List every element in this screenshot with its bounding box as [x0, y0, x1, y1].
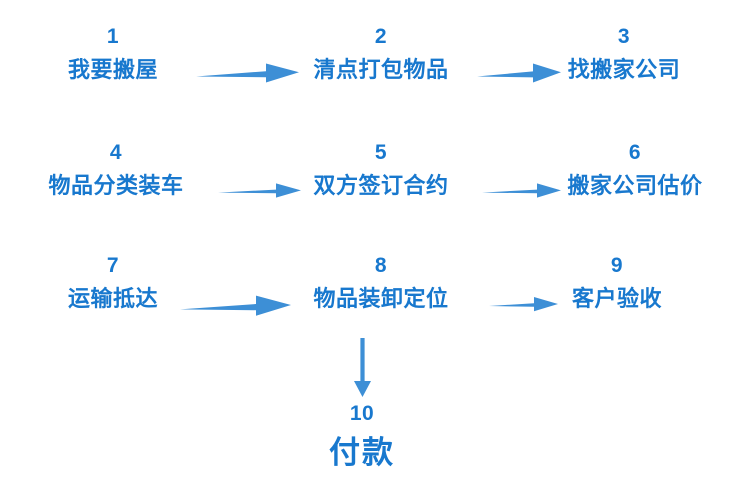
flow-step-3[interactable]: 3 找搬家公司	[568, 26, 681, 81]
flow-step-10[interactable]: 10 付款	[329, 403, 395, 468]
step-number: 10	[349, 402, 375, 425]
flow-step-5[interactable]: 5 双方签订合约	[313, 142, 448, 197]
step-number: 2	[374, 25, 388, 48]
step-label: 付款	[329, 435, 395, 470]
step-label: 清点打包物品	[313, 57, 449, 82]
arrow-step4-to-step5	[218, 178, 302, 202]
flow-step-2[interactable]: 2 清点打包物品	[313, 26, 448, 81]
step-number: 3	[617, 25, 631, 48]
step-label: 搬家公司估价	[567, 173, 703, 198]
step-number: 5	[374, 141, 388, 164]
arrow-step8-to-step10	[350, 338, 376, 398]
step-label: 物品装卸定位	[313, 286, 449, 311]
flow-step-9[interactable]: 9 客户验收	[572, 255, 662, 310]
flow-step-1[interactable]: 1 我要搬屋	[68, 26, 158, 81]
arrow-step1-to-step2	[196, 58, 300, 86]
flow-step-7[interactable]: 7 运输抵达	[68, 255, 158, 310]
step-number: 8	[374, 254, 388, 277]
arrow-step5-to-step6	[482, 178, 562, 202]
step-number: 9	[610, 254, 624, 277]
step-label: 客户验收	[571, 286, 663, 311]
arrow-step8-to-step9	[489, 292, 559, 316]
flow-step-6[interactable]: 6 搬家公司估价	[567, 142, 702, 197]
step-number: 6	[628, 141, 642, 164]
step-label: 我要搬屋	[67, 57, 159, 82]
flow-step-4[interactable]: 4 物品分类装车	[48, 142, 183, 197]
step-number: 1	[106, 25, 120, 48]
flow-step-8[interactable]: 8 物品装卸定位	[313, 255, 448, 310]
arrow-step2-to-step3	[477, 58, 562, 86]
step-label: 物品分类装车	[48, 173, 184, 198]
step-label: 找搬家公司	[567, 57, 681, 82]
step-number: 4	[109, 141, 123, 164]
step-number: 7	[106, 254, 120, 277]
arrow-step7-to-step8	[180, 290, 292, 320]
step-label: 运输抵达	[67, 286, 159, 311]
step-label: 双方签订合约	[313, 173, 449, 198]
